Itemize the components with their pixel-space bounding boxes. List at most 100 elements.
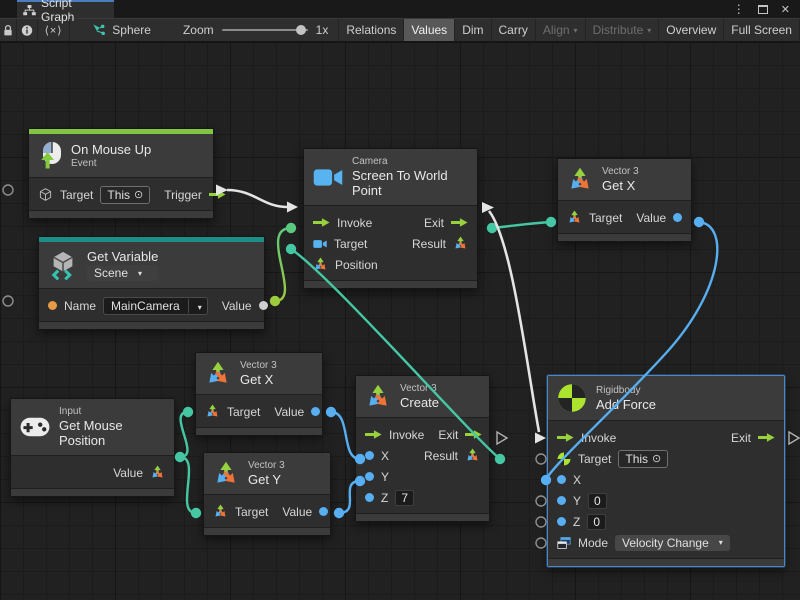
force-mode-icon bbox=[557, 536, 571, 550]
zoom-to-fit-button[interactable]: ⟨×⟩ bbox=[38, 19, 71, 41]
node-vector3-get-x-right[interactable]: Vector 3 Get X Target Value bbox=[557, 158, 692, 242]
wire-mouse-to-gety bbox=[179, 455, 197, 515]
name-port[interactable] bbox=[48, 301, 57, 310]
camera-port[interactable] bbox=[313, 237, 327, 251]
node-add-force[interactable]: Rigidbody Add Force Invoke Exit Target T… bbox=[547, 375, 785, 567]
unconnected-port[interactable] bbox=[535, 516, 547, 528]
zoom-slider-handle[interactable] bbox=[295, 25, 306, 35]
carry-button[interactable]: Carry bbox=[490, 19, 535, 41]
port-label: Trigger bbox=[164, 187, 202, 202]
node-category: Vector 3 bbox=[240, 360, 277, 371]
vector3-port[interactable] bbox=[453, 236, 468, 251]
zoom-slider[interactable] bbox=[221, 25, 308, 35]
unconnected-port[interactable] bbox=[535, 495, 547, 507]
force-mode-dropdown[interactable]: Velocity Change▾ bbox=[615, 534, 730, 551]
node-subtitle: Event bbox=[71, 158, 97, 169]
node-screen-to-world-point[interactable]: Camera Screen To World Point Invoke Exit… bbox=[303, 148, 478, 289]
rigidbody-port[interactable] bbox=[557, 452, 571, 466]
tab-script-graph[interactable]: Script Graph bbox=[17, 0, 114, 24]
relations-button[interactable]: Relations bbox=[338, 19, 403, 41]
variable-color-bar bbox=[39, 237, 264, 242]
exit-flow-port[interactable] bbox=[465, 429, 482, 440]
node-vector3-get-x-mid[interactable]: Vector 3 Get X Target Value bbox=[195, 352, 323, 436]
unconnected-exit-port[interactable] bbox=[788, 430, 800, 446]
target-this-chip[interactable]: This⊙ bbox=[618, 449, 669, 468]
node-title: Get Y bbox=[248, 472, 282, 487]
node-category: Camera bbox=[352, 156, 388, 167]
wire-trigger-to-invoke bbox=[226, 188, 289, 209]
unconnected-port[interactable] bbox=[535, 537, 547, 549]
y-value-field[interactable]: 0 bbox=[588, 492, 607, 509]
port-label: Target bbox=[578, 451, 612, 466]
align-button[interactable]: Align▾ bbox=[534, 19, 585, 41]
node-get-variable[interactable]: Get Variable Scene▾ Name MainCamera▾ Val… bbox=[38, 236, 268, 330]
node-vector3-get-y[interactable]: Vector 3 Get Y Target Value bbox=[203, 452, 331, 536]
unconnected-exit-port[interactable] bbox=[496, 430, 509, 446]
graph-pointer-icon bbox=[92, 23, 106, 37]
unconnected-port[interactable] bbox=[535, 453, 547, 465]
close-icon[interactable]: ✕ bbox=[780, 3, 790, 16]
value-port[interactable] bbox=[258, 301, 268, 310]
target-this-chip[interactable]: This⊙ bbox=[100, 185, 151, 204]
gameobject-port[interactable] bbox=[38, 187, 53, 202]
vector3-port[interactable] bbox=[567, 210, 582, 225]
invoke-flow-port[interactable] bbox=[313, 217, 330, 228]
invoke-flow-port[interactable] bbox=[557, 432, 574, 443]
inspect-button[interactable] bbox=[17, 19, 38, 41]
exit-flow-port[interactable] bbox=[758, 432, 775, 443]
values-button[interactable]: Values bbox=[403, 19, 455, 41]
z-value-field[interactable]: 0 bbox=[587, 513, 607, 530]
rigidbody-icon bbox=[557, 383, 587, 413]
dim-button[interactable]: Dim bbox=[454, 19, 490, 41]
variable-scope-dropdown[interactable]: Scene▾ bbox=[87, 265, 159, 281]
unconnected-port[interactable] bbox=[2, 184, 14, 196]
port-label: Mode bbox=[578, 535, 609, 550]
port-label: Invoke bbox=[581, 430, 617, 445]
zoom-value: 1x bbox=[315, 23, 329, 37]
camera-icon bbox=[313, 168, 343, 187]
node-title: On Mouse Up bbox=[71, 142, 152, 157]
maximize-icon[interactable] bbox=[757, 4, 768, 14]
lock-button[interactable] bbox=[0, 19, 18, 41]
invoke-flow-port[interactable] bbox=[365, 429, 382, 440]
vector3-port[interactable] bbox=[313, 257, 328, 272]
overview-button[interactable]: Overview bbox=[658, 19, 723, 41]
vector3-port[interactable] bbox=[205, 404, 220, 419]
full-screen-button[interactable]: Full Screen bbox=[723, 19, 800, 41]
port-label: Value bbox=[274, 404, 305, 419]
breadcrumb[interactable]: Sphere bbox=[70, 19, 163, 41]
window-menu-icon[interactable]: ⋮ bbox=[732, 2, 745, 16]
fit-icon: ⟨×⟩ bbox=[44, 24, 63, 37]
distribute-button[interactable]: Distribute▾ bbox=[584, 19, 659, 41]
node-title: Get X bbox=[240, 372, 274, 387]
value-port[interactable] bbox=[311, 407, 321, 416]
z-port[interactable] bbox=[557, 517, 566, 526]
node-on-mouse-up[interactable]: On Mouse Up Event Target This⊙ Trigger bbox=[28, 128, 214, 219]
vector3-port[interactable] bbox=[213, 504, 228, 519]
unconnected-port[interactable] bbox=[2, 295, 14, 307]
x-port[interactable] bbox=[365, 451, 374, 460]
value-port[interactable] bbox=[673, 213, 683, 222]
graph-canvas[interactable]: On Mouse Up Event Target This⊙ Trigger G… bbox=[0, 42, 800, 600]
z-value-field[interactable]: 7 bbox=[395, 489, 415, 506]
port-label: Target bbox=[334, 236, 368, 251]
z-port[interactable] bbox=[365, 493, 374, 502]
vector3-icon bbox=[205, 361, 231, 387]
trigger-flow-port[interactable] bbox=[209, 189, 226, 200]
port-label: Z bbox=[381, 490, 389, 505]
value-port[interactable] bbox=[319, 507, 329, 516]
x-port[interactable] bbox=[557, 475, 566, 484]
node-get-mouse-position[interactable]: Input Get Mouse Position Value bbox=[10, 398, 175, 497]
vector3-port[interactable] bbox=[150, 465, 165, 480]
node-category: Rigidbody bbox=[596, 384, 641, 396]
vector3-icon bbox=[213, 461, 239, 487]
chevron-down-icon: ▾ bbox=[573, 25, 578, 35]
event-color-bar bbox=[29, 129, 213, 134]
exit-flow-port[interactable] bbox=[451, 217, 468, 228]
vector3-port[interactable] bbox=[465, 448, 480, 463]
node-title: Add Force bbox=[596, 396, 656, 412]
y-port[interactable] bbox=[557, 496, 566, 505]
y-port[interactable] bbox=[365, 472, 374, 481]
variable-name-dropdown[interactable]: MainCamera▾ bbox=[103, 296, 208, 315]
node-vector3-create[interactable]: Vector 3 Create Invoke Exit X Result bbox=[355, 375, 490, 522]
